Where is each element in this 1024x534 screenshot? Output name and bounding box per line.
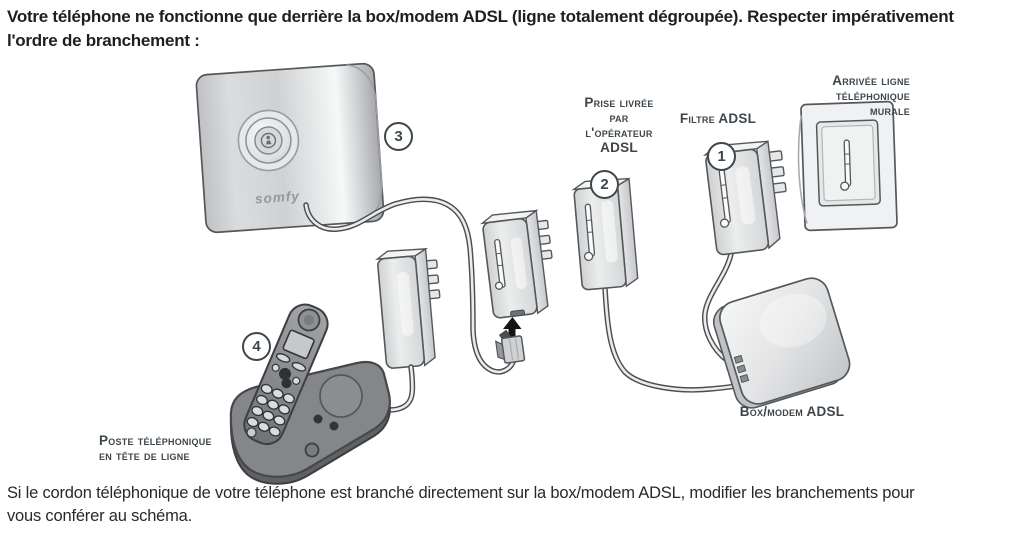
somfy-cord [303, 196, 516, 375]
adsl-filter [702, 140, 787, 256]
cordless-phone [229, 303, 391, 485]
step-badge-4: 4 [242, 332, 271, 361]
base-button [313, 414, 323, 424]
base-button [329, 421, 339, 431]
pass-through-adapter [480, 209, 553, 319]
label-wall-line: Arrivée ligne téléphonique murale [832, 73, 910, 119]
somfy-logo: somfy [255, 188, 301, 206]
socket-slot [494, 238, 506, 290]
label-operator-socket: Prise livrée par l'opérateur ADSL [584, 95, 654, 156]
adsl-modem [712, 277, 851, 409]
handset-screen [282, 329, 315, 360]
label-box-modem: Box/modem ADSL [739, 404, 845, 419]
socket-slot [840, 139, 852, 191]
label-adsl-filter: Filtre ADSL [679, 111, 757, 126]
phone-handset [243, 303, 329, 446]
somfy-button [237, 109, 300, 172]
label-phone-set: Poste téléphonique en tête de ligne [99, 433, 212, 464]
operator-socket-cord [602, 285, 743, 393]
insert-arrow-icon [503, 317, 522, 341]
base-speaker [319, 374, 363, 418]
softkey [275, 353, 291, 363]
socket-slot [583, 203, 596, 262]
step-badge-2: 2 [590, 170, 619, 199]
nav-key [279, 367, 292, 380]
intro-text: Votre téléphone ne fonctionne que derriè… [7, 7, 954, 51]
base-hole [304, 442, 320, 458]
somfy-transmitter: somfy [195, 62, 385, 234]
wall-socket [797, 100, 898, 232]
modem-ports [733, 354, 750, 383]
step-badge-1: 1 [707, 142, 736, 171]
rj11-plug [495, 329, 526, 364]
operator-socket [571, 177, 639, 291]
softkey [291, 361, 307, 372]
footer-text: Si le cordon téléphonique de votre télép… [7, 484, 915, 526]
phone-plug [374, 247, 441, 369]
handset-keypad [246, 383, 295, 437]
step-badge-3: 3 [384, 122, 413, 151]
key-icon [260, 132, 277, 149]
